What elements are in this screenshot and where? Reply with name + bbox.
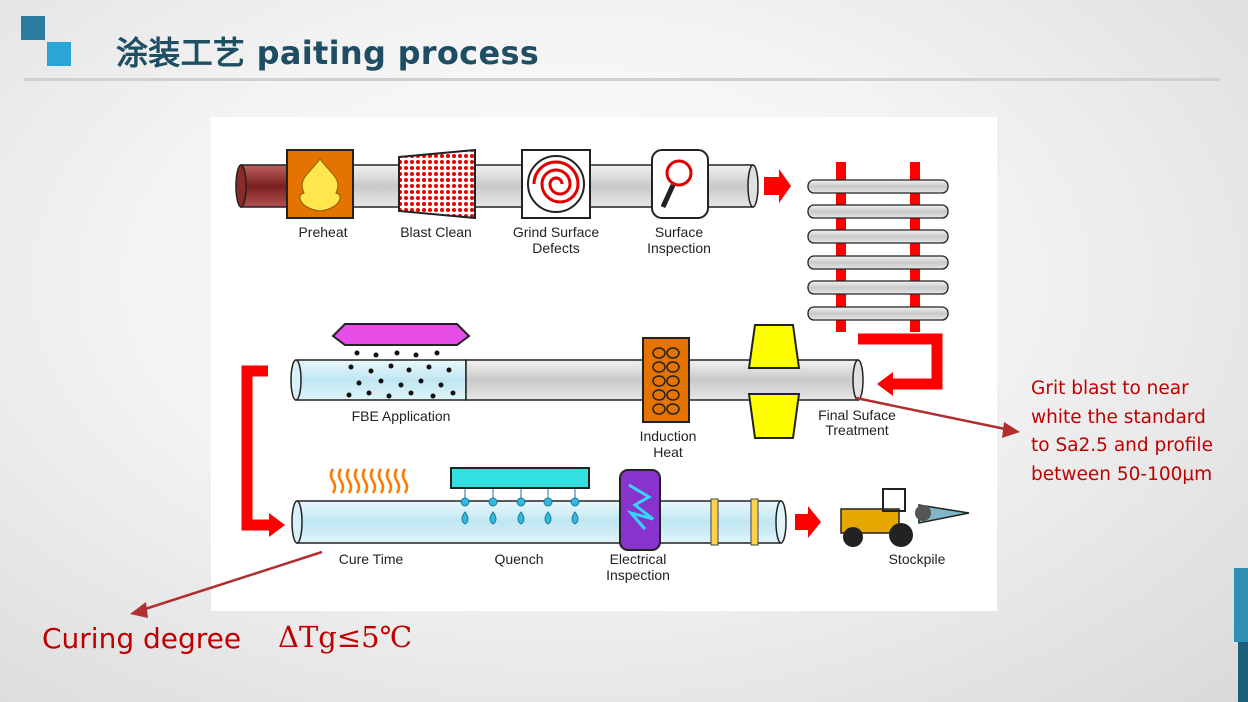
fbe-spray-head — [331, 323, 471, 399]
label-induction-heat-2: Heat — [653, 444, 683, 460]
label-fbe-application: FBE Application — [352, 408, 451, 424]
page-title: 涂装工艺 paiting process — [116, 34, 540, 72]
curing-degree-value: ΔTg≤5℃ — [278, 620, 413, 654]
corner-square-light — [47, 42, 71, 66]
label-final-surface: Final Suface — [818, 407, 896, 423]
side-accent-bar-dark — [1238, 642, 1248, 702]
arrow-row2-to-row3 — [241, 365, 271, 531]
label-final-surface-2: Treatment — [825, 422, 888, 438]
title-divider — [24, 78, 1220, 81]
stockpile-loader-icon — [840, 488, 970, 547]
cure-heat-wave-icon — [329, 468, 409, 494]
arrow-row3-head — [269, 513, 285, 537]
arrow-row3-right — [795, 506, 821, 538]
label-cure-time: Cure Time — [339, 551, 404, 567]
arrow-row1-right — [764, 169, 791, 203]
electrical-inspection-icon — [619, 469, 661, 551]
arrow-row1-to-row2 — [858, 333, 943, 390]
label-preheat: Preheat — [298, 224, 347, 240]
grit-blast-note: Grit blast to near white the standard to… — [1031, 378, 1213, 485]
preheat-icon — [286, 149, 354, 219]
side-accent-bar — [1234, 568, 1248, 642]
row3-pipe — [291, 500, 787, 544]
corner-square-dark — [21, 16, 45, 40]
blast-clean-icon — [398, 148, 476, 220]
label-induction-heat: Induction — [640, 428, 697, 444]
quench-water-bar-icon — [450, 467, 590, 525]
label-blast-clean: Blast Clean — [400, 224, 472, 240]
label-surface-inspection-2: Inspection — [647, 240, 711, 256]
coating-band-marks — [710, 498, 759, 546]
label-grind-surface-2: Defects — [532, 240, 579, 256]
label-quench: Quench — [494, 551, 543, 567]
label-surface-inspection: Surface — [655, 224, 703, 240]
pipe-rack — [807, 162, 949, 332]
process-diagram: Preheat Blast Clean Grind Surface Defect… — [211, 117, 997, 611]
final-surface-treatment-icon — [747, 324, 801, 439]
grind-surface-icon — [521, 149, 591, 219]
label-grind-surface: Grind Surface — [513, 224, 600, 240]
label-stockpile: Stockpile — [889, 551, 946, 567]
label-electrical-inspection-2: Inspection — [606, 567, 670, 583]
arrow-row2-head — [877, 372, 893, 396]
surface-inspection-icon — [651, 149, 709, 219]
curing-degree-label: Curing degree — [42, 622, 242, 655]
label-electrical-inspection: Electrical — [610, 551, 667, 567]
induction-coil-icon — [642, 337, 690, 423]
